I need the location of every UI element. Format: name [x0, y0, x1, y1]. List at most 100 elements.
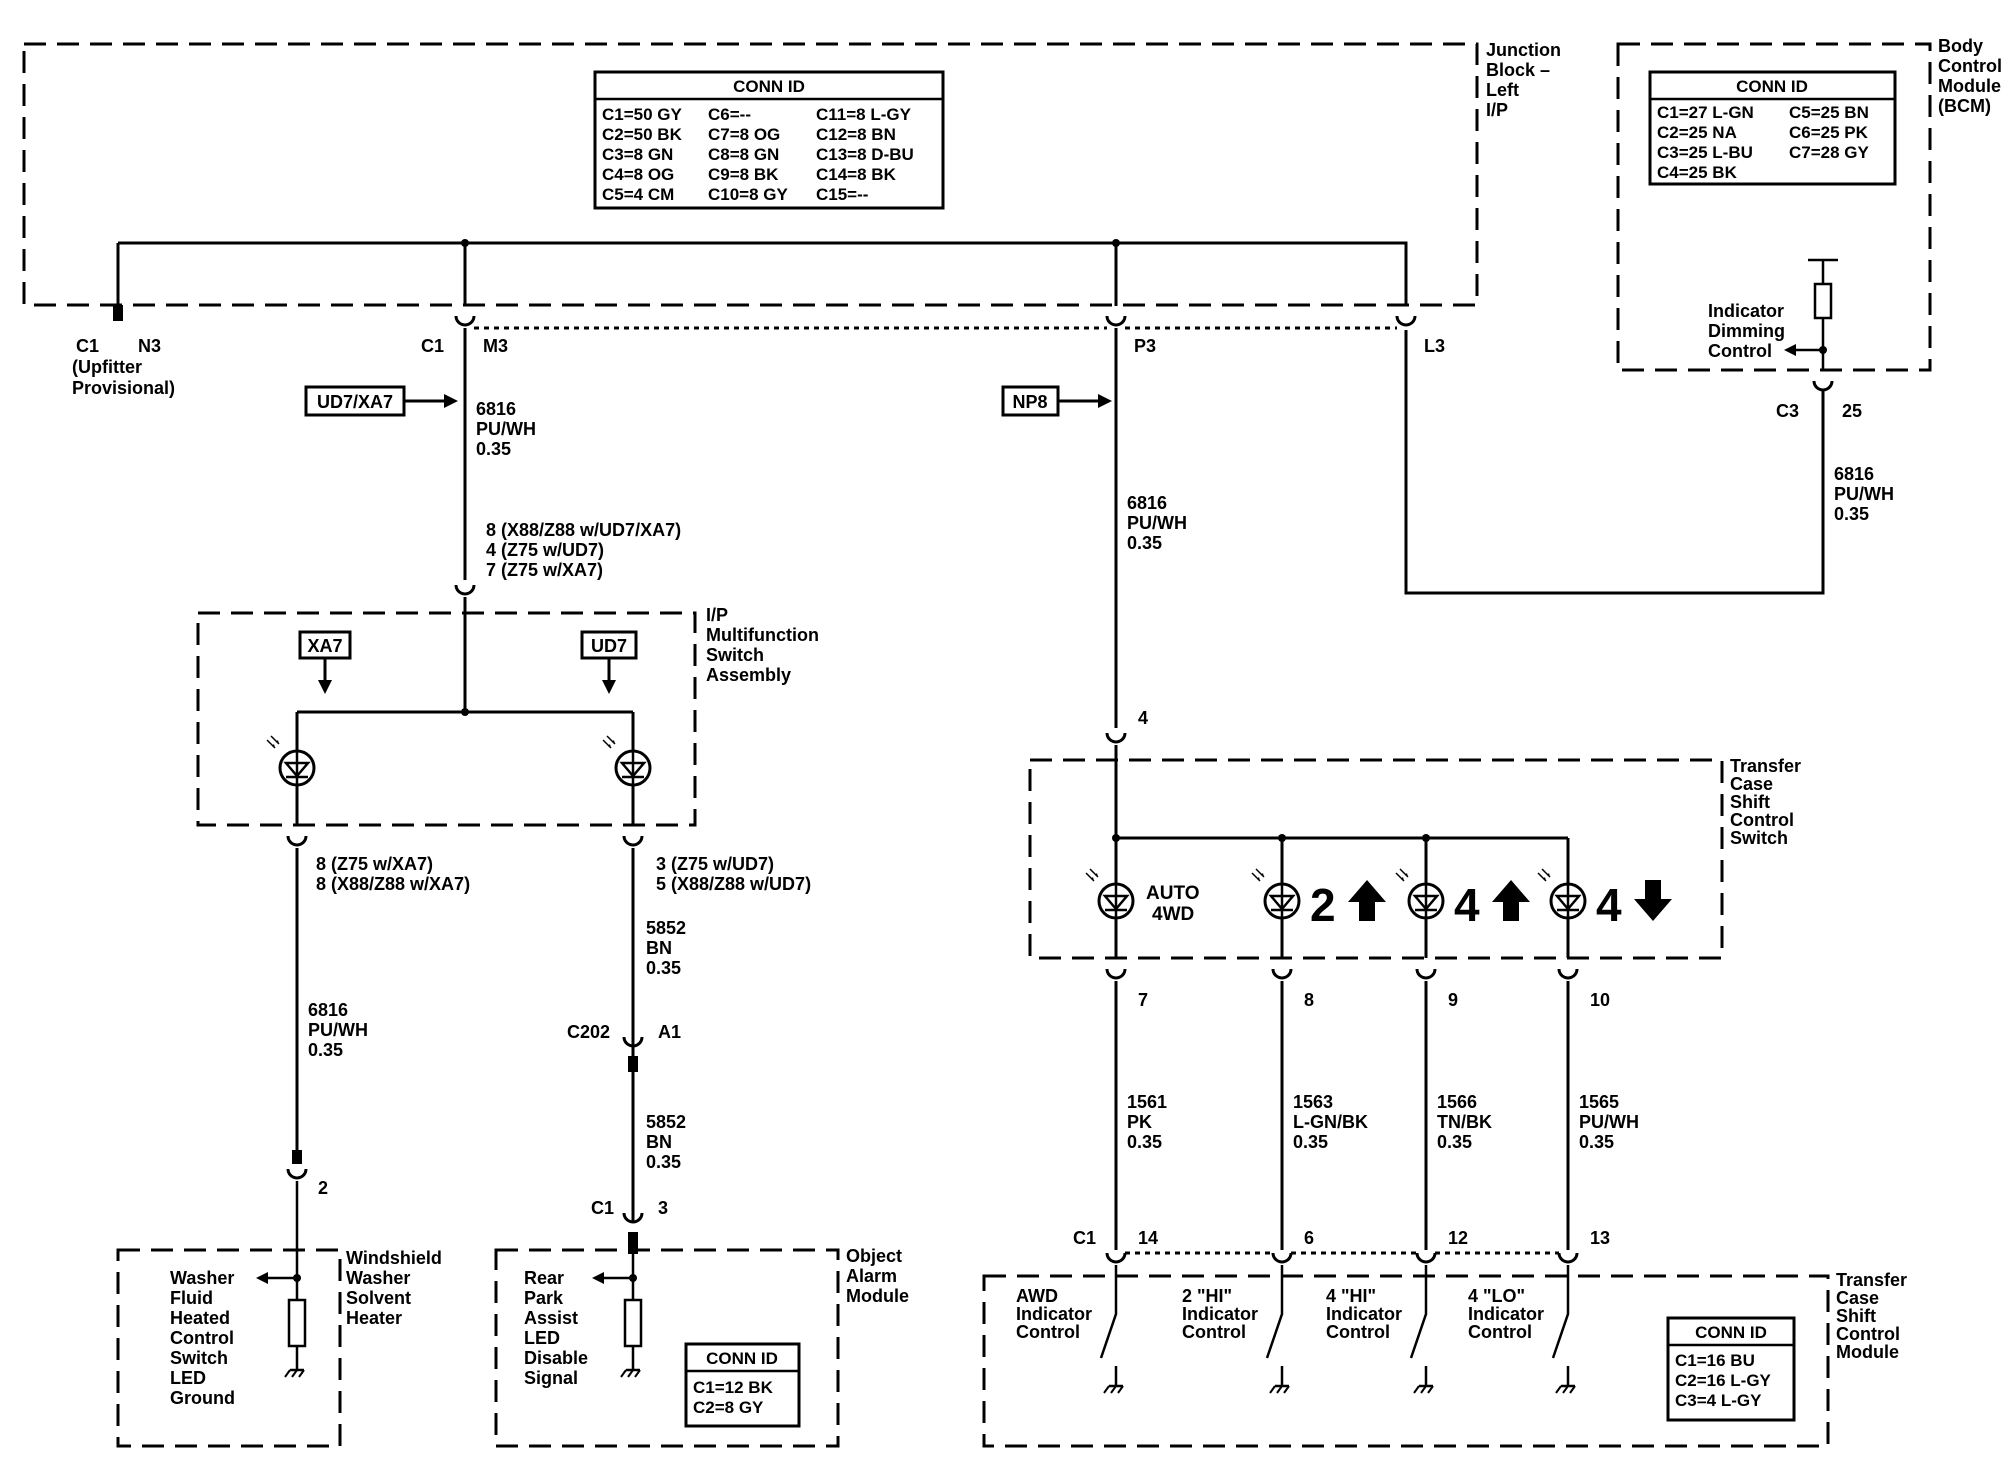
connector-heater	[286, 1167, 308, 1180]
splice-dot	[461, 239, 469, 247]
led-auto-4wd	[1084, 867, 1135, 920]
rear-park-label: Rear	[524, 1268, 564, 1288]
ip-left-pin-2: 8 (X88/Z88 w/XA7)	[316, 874, 470, 894]
ground-icon	[1268, 1384, 1291, 1395]
junction-conn-cell: C3=8 GN	[602, 145, 673, 164]
alarm-conn-cell: C1=12 BK	[693, 1378, 774, 1397]
bcm-conn-cell: C3=25 L-BU	[1657, 143, 1753, 162]
alarm-pin-label: 3	[658, 1198, 668, 1218]
junction-conn-cell: C6=--	[708, 105, 751, 124]
tm-conn-cell: C3=4 L-GY	[1675, 1391, 1762, 1410]
two-hi-label: 2	[1310, 879, 1336, 931]
ts-out-pin: 9	[1448, 990, 1458, 1010]
pin-m3-label: M3	[483, 336, 508, 356]
bcm-conn-id-table: CONN ID C1=27 L-GN C2=25 NA C3=25 L-BU C…	[1648, 70, 1897, 186]
pin-l3-label: L3	[1424, 336, 1445, 356]
bcm-wire-label-1: 6816	[1834, 464, 1874, 484]
splice-dot	[1112, 834, 1120, 842]
right-wire-top-label-2: BN	[646, 938, 672, 958]
ip-right-pin-2: 5 (X88/Z88 w/UD7)	[656, 874, 811, 894]
junction-block-label-1: Junction	[1486, 40, 1561, 60]
c202-pin-label: A1	[658, 1022, 681, 1042]
ground-icon	[619, 1368, 642, 1379]
washer-label: Heated	[170, 1308, 230, 1328]
connector-l3	[1395, 314, 1417, 327]
bcm-label-1: Body	[1938, 36, 1983, 56]
bcm-module: Body Control Module (BCM) CONN ID C1=27 …	[1616, 36, 2002, 372]
option-tag-np8: NP8	[1001, 385, 1114, 417]
tm-conn-cell: C2=16 L-GY	[1675, 1371, 1772, 1390]
junction-conn-cell: C1=50 GY	[602, 105, 683, 124]
m3-wire-label-2: PU/WH	[476, 419, 536, 439]
c202-conn-label: C202	[567, 1022, 610, 1042]
splice-dot	[461, 708, 469, 716]
four-lo-control-label: 4 "LO"	[1468, 1286, 1525, 1306]
auto-label-1: AUTO	[1146, 883, 1199, 904]
transfer-switch-label-1: Transfer	[1730, 756, 1801, 776]
right-wire-bottom-label-1: 5852	[646, 1112, 686, 1132]
awd-label: Indicator	[1016, 1304, 1092, 1324]
junction-conn-cell: C14=8 BK	[816, 165, 897, 184]
washer-label: Ground	[170, 1388, 235, 1408]
alarm-resistor	[623, 1298, 643, 1348]
auto-label-2: 4WD	[1152, 904, 1194, 925]
dimming-wire	[1808, 258, 1838, 370]
transfer-switch-wiring	[1114, 745, 1570, 958]
two-hi-control-label: Indicator	[1182, 1304, 1258, 1324]
led-4hi	[1394, 867, 1445, 920]
arrow-down-icon	[1634, 880, 1672, 921]
alarm-conn-cell: C2=8 GY	[693, 1398, 764, 1417]
washer-label: Switch	[170, 1348, 228, 1368]
m3-wire-label-3: 0.35	[476, 439, 511, 459]
junction-conn-cell: C11=8 L-GY	[816, 105, 912, 124]
pin-n3-connector	[113, 305, 123, 321]
four-lo-label: 4	[1596, 879, 1622, 931]
bcm-wire-label-3: 0.35	[1834, 504, 1869, 524]
option-tag-xa7-label: XA7	[307, 636, 342, 656]
pin-m3-conn: C1	[421, 336, 444, 356]
four-lo-control-label: Control	[1468, 1322, 1532, 1342]
bcm-label-4: (BCM)	[1938, 96, 1991, 116]
junction-conn-cell: C7=8 OG	[708, 125, 780, 144]
dimming-resistor	[1813, 282, 1833, 320]
ts-wire-label: PK	[1127, 1112, 1152, 1132]
transfer-switch-label-3: Shift	[1730, 792, 1770, 812]
right-wire-bottom-label-3: 0.35	[646, 1152, 681, 1172]
connector-tm	[1105, 1251, 1127, 1264]
bcm-wire-label-2: PU/WH	[1834, 484, 1894, 504]
ts-wire-label: L-GN/BK	[1293, 1112, 1368, 1132]
junction-conn-cell: C12=8 BN	[816, 125, 896, 144]
junction-conn-cell: C5=4 CM	[602, 185, 674, 204]
ts-out-pin: 10	[1590, 990, 1610, 1010]
washer-label: LED	[170, 1368, 206, 1388]
bcm-conn-label: C3	[1776, 401, 1799, 421]
dimming-label-2: Dimming	[1708, 321, 1785, 341]
ts-wire-label: 1563	[1293, 1092, 1333, 1112]
alarm-conn-id-title: CONN ID	[706, 1349, 778, 1368]
right-wire-bottom-label-2: BN	[646, 1132, 672, 1152]
washer-heater-label-3: Solvent	[346, 1288, 411, 1308]
object-alarm-module: Object Alarm Module Rear Park Assist LED…	[494, 1232, 909, 1448]
connector-p3	[1105, 314, 1127, 327]
ts-wire-label: PU/WH	[1579, 1112, 1639, 1132]
option-arrow	[600, 656, 618, 696]
ts-wire-label: 1565	[1579, 1092, 1619, 1112]
object-alarm-label-1: Object	[846, 1246, 902, 1266]
junction-bus	[116, 241, 1408, 306]
tm-pin: 13	[1590, 1228, 1610, 1248]
p3-wire-label-3: 0.35	[1127, 533, 1162, 553]
transfer-case-module: Transfer Case Shift Control Module AWD I…	[982, 1265, 1907, 1448]
heater-pin-connector	[292, 1150, 302, 1164]
pin-n3-note-1: (Upfitter	[72, 357, 142, 377]
washer-label: Control	[170, 1328, 234, 1348]
ts-wire-label: 0.35	[1579, 1132, 1614, 1152]
bcm-pin-label: 25	[1842, 401, 1862, 421]
p3-wire-label-1: 6816	[1127, 493, 1167, 513]
ground-icon	[1412, 1384, 1435, 1395]
bcm-conn-cell: C6=25 PK	[1789, 123, 1869, 142]
two-hi-control-label: Control	[1182, 1322, 1246, 1342]
alarm-output-arrow	[592, 1272, 604, 1284]
transfer-switch-label-5: Switch	[1730, 828, 1788, 848]
washer-resistor	[287, 1298, 307, 1348]
junction-block-label-2: Block –	[1486, 60, 1550, 80]
